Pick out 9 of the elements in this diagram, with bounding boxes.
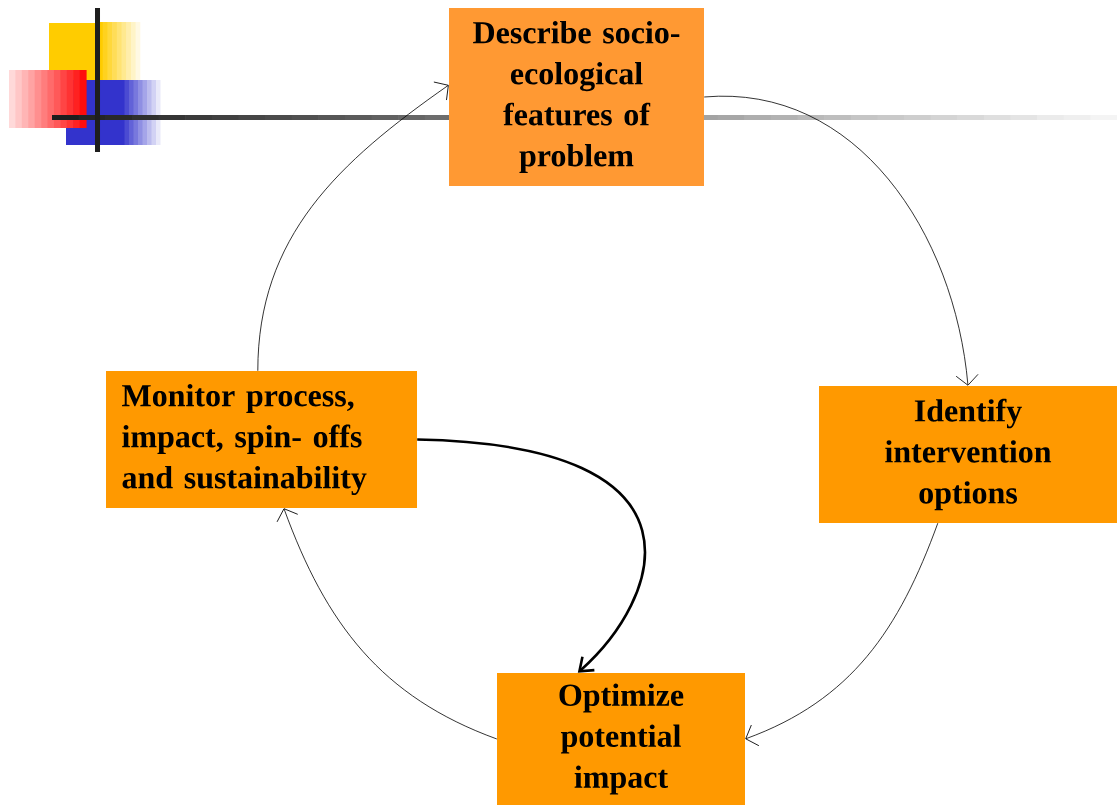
arrow	[745, 522, 939, 747]
process-box: Optimize potential impact	[497, 673, 745, 805]
arrow	[276, 508, 498, 740]
arrow	[257, 81, 449, 372]
arrow	[703, 96, 979, 386]
arrow	[417, 438, 647, 673]
process-box: Monitor process, impact, spin- offs and sustainability	[106, 371, 417, 508]
process-box: Describe socio-ecological features of problem	[449, 8, 704, 186]
process-box: Identify intervention options	[819, 386, 1117, 523]
